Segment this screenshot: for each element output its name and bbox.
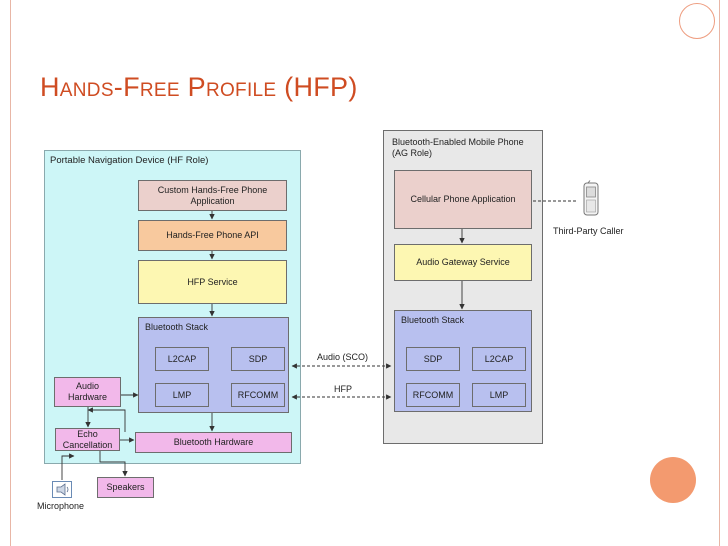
- ag-sdp-box: SDP: [406, 347, 460, 371]
- microphone-icon: [52, 481, 72, 498]
- bluetooth-hardware-box: Bluetooth Hardware: [135, 432, 292, 453]
- third-party-caller-label: Third-Party Caller: [553, 226, 624, 236]
- audio-hardware-box: Audio Hardware: [54, 377, 121, 407]
- hf-stack-label: Bluetooth Stack: [145, 322, 209, 332]
- echo-cancellation-box: Echo Cancellation: [55, 428, 120, 451]
- ag-device-label: Bluetooth-Enabled Mobile Phone (AG Role): [392, 137, 524, 158]
- cellular-app-box: Cellular Phone Application: [394, 170, 532, 229]
- microphone-label: Microphone: [37, 501, 85, 511]
- hf-lmp-box: LMP: [155, 383, 209, 407]
- ag-rfcomm-box: RFCOMM: [406, 383, 460, 407]
- corner-circle-decoration: [679, 3, 715, 39]
- ag-stack-label: Bluetooth Stack: [401, 315, 465, 325]
- orange-orb-decoration: [650, 457, 696, 503]
- audio-sco-label: Audio (SCO): [317, 352, 369, 362]
- hf-rfcomm-box: RFCOMM: [231, 383, 285, 407]
- hands-free-api-box: Hands-Free Phone API: [138, 220, 287, 251]
- custom-app-box: Custom Hands-Free Phone Application: [138, 180, 287, 211]
- hf-sdp-box: SDP: [231, 347, 285, 371]
- left-frame-line: [10, 0, 11, 546]
- hfp-service-box: HFP Service: [138, 260, 287, 304]
- mobile-phone-icon: [583, 180, 599, 216]
- hf-device-label: Portable Navigation Device (HF Role): [50, 155, 209, 166]
- ag-l2cap-box: L2CAP: [472, 347, 526, 371]
- audio-gateway-service-box: Audio Gateway Service: [394, 244, 532, 281]
- hfp-link-label: HFP: [334, 384, 352, 394]
- hf-l2cap-box: L2CAP: [155, 347, 209, 371]
- ag-lmp-box: LMP: [472, 383, 526, 407]
- slide-title: Hands-Free Profile (HFP): [40, 72, 358, 102]
- speakers-box: Speakers: [97, 477, 154, 498]
- right-frame-line: [719, 0, 720, 546]
